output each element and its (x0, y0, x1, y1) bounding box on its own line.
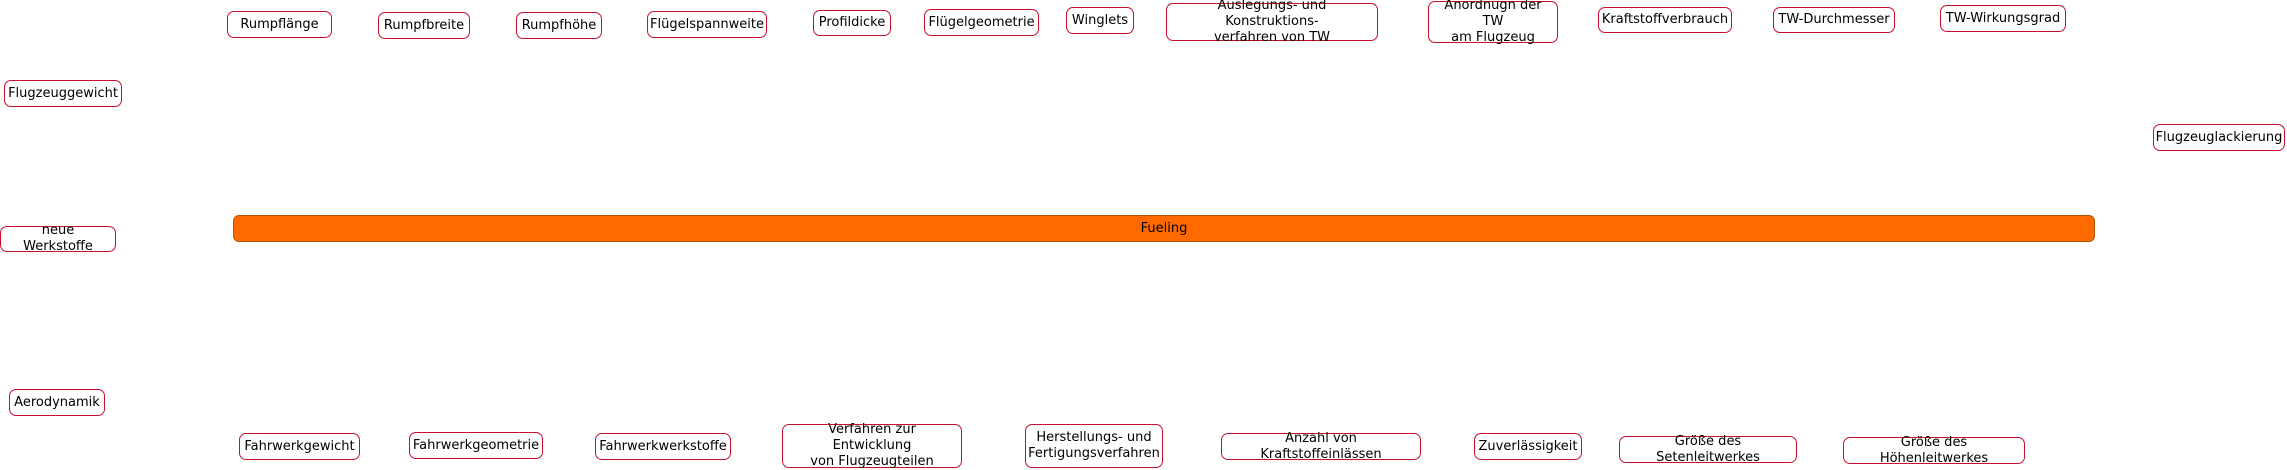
fueling-bar: Fueling (233, 215, 2095, 242)
node-anordnung-tw: Anordnugn der TW am Flugzeug (1428, 0, 1558, 45)
node-neue-werkstoffe: neue Werkstoffe (0, 223, 116, 254)
node-zuverlaessigkeit: Zuverlässigkeit (1474, 433, 1582, 460)
node-fahrwerkgewicht: Fahrwerkgewicht (239, 433, 360, 460)
node-winglets: Winglets (1066, 7, 1134, 34)
node-rumpflaenge: Rumpflänge (227, 11, 332, 38)
node-fluegelgeometrie: Flügelgeometrie (924, 9, 1039, 36)
node-fahrwerkwerkstoffe: Fahrwerkwerkstoffe (595, 433, 731, 460)
node-auslegungsverfahren-tw: Auslegungs- und Konstruktions- verfahren… (1166, 0, 1378, 45)
node-flugzeuggewicht: Flugzeuggewicht (4, 80, 122, 107)
node-fahrwerkgeometrie: Fahrwerkgeometrie (409, 432, 543, 459)
node-hoehenleitwerk: Größe des Höhenleitwerkes (1843, 435, 2025, 466)
node-rumpfhoehe: Rumpfhöhe (516, 12, 602, 39)
node-tw-durchmesser: TW-Durchmesser (1773, 7, 1895, 33)
node-fluegelspannweite: Flügelspannweite (647, 11, 767, 38)
node-flugzeuglackierung: Flugzeuglackierung (2153, 124, 2285, 151)
node-herstellungsverfahren: Herstellungs- und Fertigungsverfahren (1025, 424, 1163, 468)
node-tw-wirkungsgrad: TW-Wirkungsgrad (1940, 5, 2066, 32)
node-verfahren-entwicklung: Verfahren zur Entwicklung von Flugzeugte… (782, 422, 962, 469)
node-seitenleitwerk: Größe des Setenleitwerkes (1619, 434, 1797, 465)
node-kraftstoffeinlaesse: Anzahl von Kraftstoffeinlässen (1221, 431, 1421, 462)
node-profildicke: Profildicke (813, 10, 891, 36)
node-kraftstoffverbrauch: Kraftstoffverbrauch (1598, 7, 1732, 33)
node-rumpfbreite: Rumpfbreite (378, 12, 470, 39)
node-aerodynamik: Aerodynamik (9, 389, 105, 416)
